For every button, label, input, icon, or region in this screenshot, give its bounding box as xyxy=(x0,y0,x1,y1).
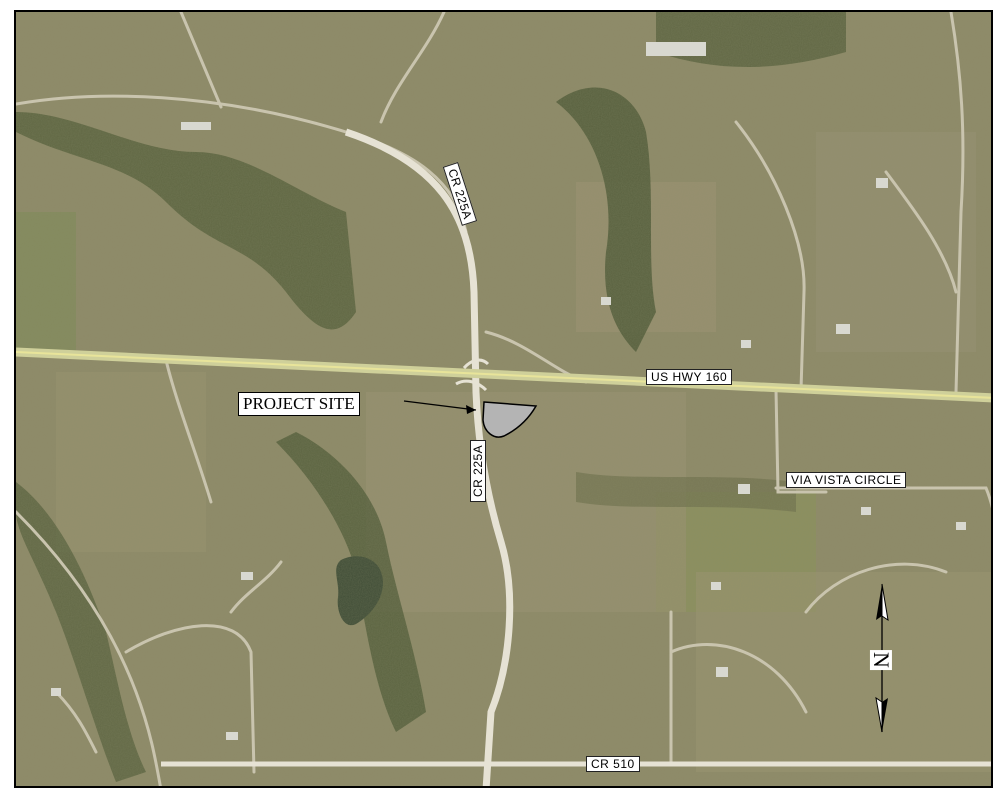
aerial-imagery xyxy=(16,12,991,786)
label-via-vista-circle: VIA VISTA CIRCLE xyxy=(786,472,907,488)
north-arrow-icon xyxy=(875,583,889,733)
project-site-area xyxy=(482,401,538,438)
label-us-hwy-160: US HWY 160 xyxy=(646,369,733,385)
label-cr-225a-south: CR 225A xyxy=(470,439,486,502)
local-roads xyxy=(16,12,991,786)
project-site-leader xyxy=(403,400,477,411)
north-letter: N xyxy=(868,650,894,670)
buildings xyxy=(51,42,966,740)
aerial-map: US HWY 160 CR 225A CR 225A VIA VISTA CIR… xyxy=(14,10,993,788)
label-cr-510: CR 510 xyxy=(586,756,640,772)
project-site-label: PROJECT SITE xyxy=(238,392,360,416)
